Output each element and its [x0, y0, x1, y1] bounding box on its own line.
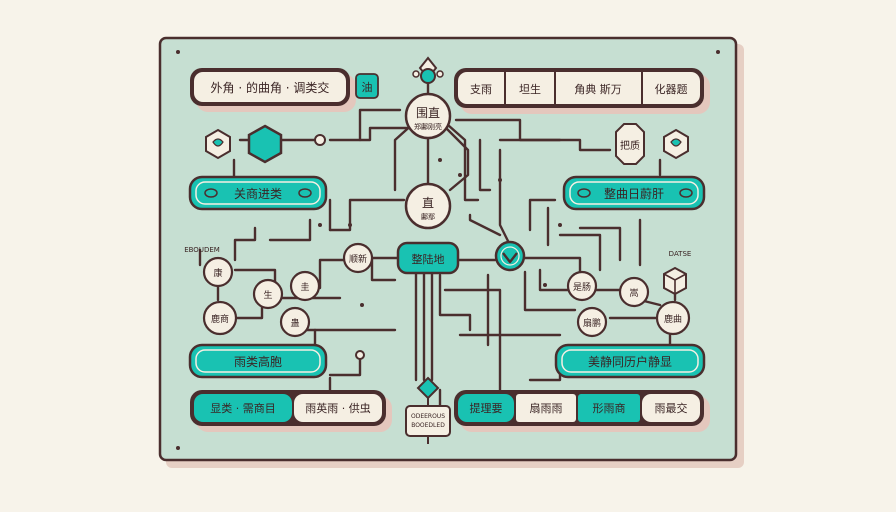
hex-icon-right-small: [663, 128, 689, 160]
bottom-right-segment-4[interactable]: 雨最交: [655, 401, 688, 415]
bottom-right-seg-4: [642, 394, 700, 422]
top-right-segment-2[interactable]: 坦生: [519, 82, 541, 96]
bottom-right-seg-1: [458, 394, 514, 422]
bottom-right-segment-3[interactable]: 形雨商: [593, 401, 626, 415]
node-g-label: 是肠: [573, 282, 591, 293]
center-pill-label: 整陆地: [412, 252, 445, 266]
hub-top-title: 围直: [416, 106, 440, 120]
bottom-tag-line-2: BOOEDLED: [411, 422, 445, 429]
right-pill-2[interactable]: [554, 343, 706, 379]
top-left-bar-inner: [194, 72, 346, 102]
node-h[interactable]: [618, 276, 650, 308]
left-pill-2-label: 雨类高胞: [234, 354, 282, 369]
decorative-dots: [318, 158, 562, 307]
bottom-right-seg-2: [516, 394, 576, 422]
node-f-label: 蛊: [290, 318, 299, 329]
hub-top-sub: 郑鄘刚亮: [414, 122, 442, 131]
top-leaf-icon: [412, 56, 444, 84]
junction-node: [314, 134, 326, 146]
top-left-badge[interactable]: [355, 73, 379, 99]
bottom-left-segment-1[interactable]: 显类 · 需商目: [210, 401, 276, 415]
node-e[interactable]: [252, 278, 284, 310]
node-d[interactable]: [202, 300, 238, 336]
node-f[interactable]: [279, 306, 311, 338]
left-pill-1[interactable]: [188, 175, 328, 211]
hex-icon-right-badge: 把质: [615, 123, 645, 165]
top-right-bar-inner: [458, 72, 700, 104]
cube-icon: [663, 266, 687, 296]
right-pill-1-inner: [569, 181, 699, 205]
panel-dot: [716, 50, 720, 54]
panel-dot: [176, 50, 180, 54]
left-pill-2[interactable]: [188, 343, 328, 379]
junction-node: [355, 350, 365, 360]
node-j[interactable]: [576, 306, 608, 338]
bottom-left-seg-cream: [294, 394, 382, 422]
node-c[interactable]: [289, 270, 321, 302]
bottom-right-seg-3: [578, 394, 640, 422]
node-b-label: 康: [213, 267, 222, 279]
node-i-label: 鹿曲: [664, 313, 682, 325]
top-left-bar-label: 外角 · 的曲角 · 调类交: [211, 80, 330, 95]
left-pill-1-label: 关商进类: [234, 186, 282, 201]
right-pill-1-label: 整曲日蔚肝: [604, 186, 664, 201]
node-e-label: 生: [263, 289, 272, 301]
left-pill-2-inner: [195, 349, 321, 373]
hub-mid-title: 直: [422, 196, 434, 210]
panel-dot: [176, 446, 180, 450]
top-right-segment-4[interactable]: 化器题: [655, 82, 688, 96]
right-pill-1[interactable]: [562, 175, 706, 211]
node-j-label: 扇鹏: [583, 317, 601, 329]
node-d-label: 鹿商: [211, 313, 229, 325]
top-left-badge-label: 油: [362, 80, 373, 94]
top-right-badge-label: 把质: [620, 139, 640, 152]
node-b[interactable]: [202, 256, 234, 288]
left-side-label: EBOUDEM: [184, 246, 220, 254]
bottom-left-seg-teal: [194, 394, 292, 422]
node-a-label: 顺新: [349, 253, 367, 265]
hex-icon-left-small: [205, 128, 231, 160]
node-i[interactable]: [655, 300, 691, 336]
node-g[interactable]: [566, 270, 598, 302]
right-side-label: DATSE: [669, 250, 692, 258]
bottom-right-segment-2[interactable]: 扇雨雨: [530, 401, 563, 415]
bottom-left-segment-2[interactable]: 雨英雨 · 供虫: [305, 401, 371, 415]
hub-mid-node[interactable]: [404, 182, 452, 230]
bottom-tag-line-1: ODEEROUS: [411, 413, 445, 420]
top-right-segment-3[interactable]: 角典 斯万: [574, 82, 622, 96]
node-a[interactable]: [342, 242, 374, 274]
check-icon[interactable]: [494, 240, 526, 272]
top-right-segment-1[interactable]: 支雨: [470, 83, 492, 96]
right-pill-2-inner: [561, 349, 699, 373]
node-c-label: 圭: [300, 281, 309, 293]
node-h-label: 嵩: [629, 288, 638, 299]
bottom-right-segment-1[interactable]: 提理要: [470, 402, 503, 415]
hex-icon-left-teal: [247, 124, 283, 164]
center-pill[interactable]: [396, 241, 460, 275]
left-pill-1-inner: [195, 181, 321, 205]
link-icon: [204, 188, 312, 198]
link-icon: [577, 188, 693, 198]
hub-mid-sub: 鄘鄢: [421, 212, 435, 221]
hub-top-node[interactable]: [404, 92, 452, 140]
right-pill-2-label: 美静同历户静显: [588, 354, 672, 369]
